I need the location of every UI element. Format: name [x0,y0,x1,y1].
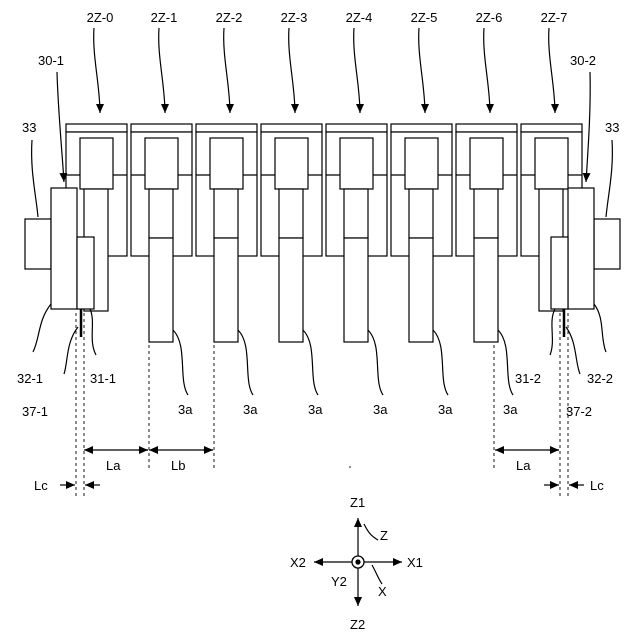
axis-label-z2: Z2 [350,617,365,632]
dimension-la-right: La [516,458,531,473]
head-unit-2z-3 [261,124,322,342]
head-units [66,124,582,342]
dimensions: La Lb La Lc Lc [34,450,604,493]
unit-label-2: 2Z-2 [216,10,243,25]
nozzle-label-1: 3a [178,402,193,417]
block-label-33-left: 33 [22,120,36,135]
axis-label-x1: X1 [407,555,423,570]
stray-dot [349,466,351,468]
label-32-2: 32-2 [587,371,613,386]
head-unit-2z-5 [391,124,452,342]
head-unit-2z-2 [196,124,257,342]
unit-label-1: 2Z-1 [151,10,178,25]
label-32-1: 32-1 [17,371,43,386]
unit-label-4: 2Z-4 [346,10,373,25]
nozzle-label-3: 3a [308,402,323,417]
label-31-1: 31-1 [90,371,116,386]
head-label-30-1: 30-1 [38,53,64,68]
nozzle-labels: 3a 3a 3a 3a 3a 3a [173,330,518,417]
head-unit-2z-6 [456,124,517,342]
nozzle-label-4: 3a [373,402,388,417]
label-31-2: 31-2 [515,371,541,386]
head-unit-2z-1 [131,124,192,342]
dimension-lb: Lb [171,458,185,473]
label-37-2: 37-2 [566,404,592,419]
unit-label-6: 2Z-6 [476,10,503,25]
body-32-1 [51,188,77,309]
axis-label-x2: X2 [290,555,306,570]
nozzle-label-2: 3a [243,402,258,417]
label-37-1: 37-1 [22,404,48,419]
body-32-2 [568,188,594,309]
head-label-30-2: 30-2 [570,53,596,68]
unit-label-5: 2Z-5 [411,10,438,25]
dimension-lc-left: Lc [34,478,48,493]
nozzle-label-5: 3a [438,402,453,417]
axis-label-z: Z [380,528,388,543]
unit-leaders [94,28,555,113]
unit-label-7: 2Z-7 [541,10,568,25]
axis-label-x: X [378,584,387,599]
unit-labels: 2Z-0 2Z-1 2Z-2 2Z-3 2Z-4 2Z-5 2Z-6 2Z-7 [87,10,568,25]
axis-label-y2: Y2 [331,574,347,589]
block-33-right [594,219,620,269]
unit-label-3: 2Z-3 [281,10,308,25]
coordinate-axes: Z1 Z2 X2 X1 Y2 Z X [290,495,423,632]
unit-label-0: 2Z-0 [87,10,114,25]
nozzle-label-6: 3a [503,402,518,417]
head-unit-2z-4 [326,124,387,342]
plate-31-1 [77,237,94,309]
dimension-lc-right: Lc [590,478,604,493]
block-33-left [25,219,51,269]
block-label-33-right: 33 [605,120,619,135]
dimension-la-left: La [106,458,121,473]
plate-31-2 [551,237,568,309]
axis-label-z1: Z1 [350,495,365,510]
